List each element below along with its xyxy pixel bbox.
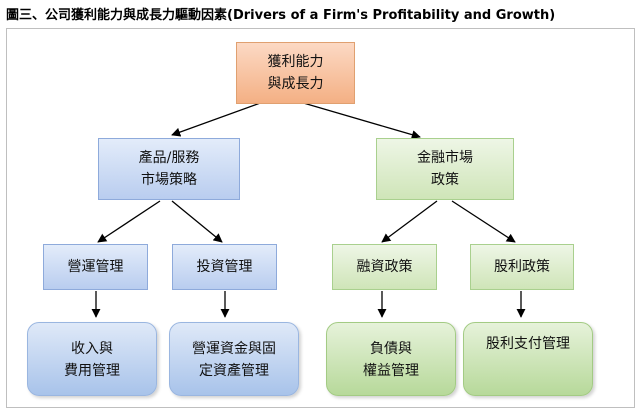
node-label-line1: 產品/服務 (138, 150, 200, 166)
node-dividend-payout-management: 股利支付管理 (463, 322, 593, 396)
node-profitability-growth: 獲利能力 與成長力 (236, 42, 355, 104)
node-label: 股利支付管理 (486, 336, 570, 352)
node-label-line1: 收入與 (71, 341, 113, 357)
node-label: 投資管理 (196, 259, 253, 275)
arrow-policy-to-dividend (451, 200, 516, 243)
node-operations-management: 營運管理 (43, 244, 148, 290)
node-investment-management: 投資管理 (172, 244, 277, 290)
node-label: 融資政策 (356, 259, 413, 275)
node-revenue-expense-management: 收入與 費用管理 (27, 322, 157, 396)
node-label: 營運管理 (67, 259, 124, 275)
arrow-policy-to-financing (381, 200, 438, 243)
node-label-line2: 與成長力 (267, 76, 324, 92)
node-label: 股利政策 (494, 259, 550, 275)
arrow-root-to-financial-policy (299, 101, 421, 140)
node-label-line1: 負債與 (370, 341, 412, 357)
arrow-root-to-market-strategy (171, 101, 264, 137)
node-market-strategy: 產品/服務 市場策略 (98, 138, 240, 200)
node-label-line1: 獲利能力 (267, 54, 324, 70)
node-working-capital-fixed-asset-management: 營運資金與固 定資產管理 (169, 322, 299, 396)
node-financial-policy: 金融市場 政策 (376, 138, 514, 200)
node-label-line1: 營運資金與固 (192, 341, 276, 357)
node-label-line2: 費用管理 (64, 363, 120, 379)
node-label-line2: 權益管理 (363, 363, 419, 379)
figure-title: 圖三、公司獲利能力與成長力驅動因素(Drivers of a Firm's Pr… (6, 8, 556, 23)
node-label-line2: 政策 (431, 172, 459, 188)
node-financing-policy: 融資政策 (332, 244, 437, 290)
node-dividend-policy: 股利政策 (470, 244, 574, 290)
arrow-strategy-to-investment (171, 200, 223, 243)
arrow-strategy-to-operations (97, 200, 161, 243)
node-label-line2: 市場策略 (141, 172, 197, 188)
node-debt-equity-management: 負債與 權益管理 (326, 322, 456, 396)
node-label-line2: 定資產管理 (199, 363, 269, 379)
node-label-line1: 金融市場 (417, 150, 473, 166)
